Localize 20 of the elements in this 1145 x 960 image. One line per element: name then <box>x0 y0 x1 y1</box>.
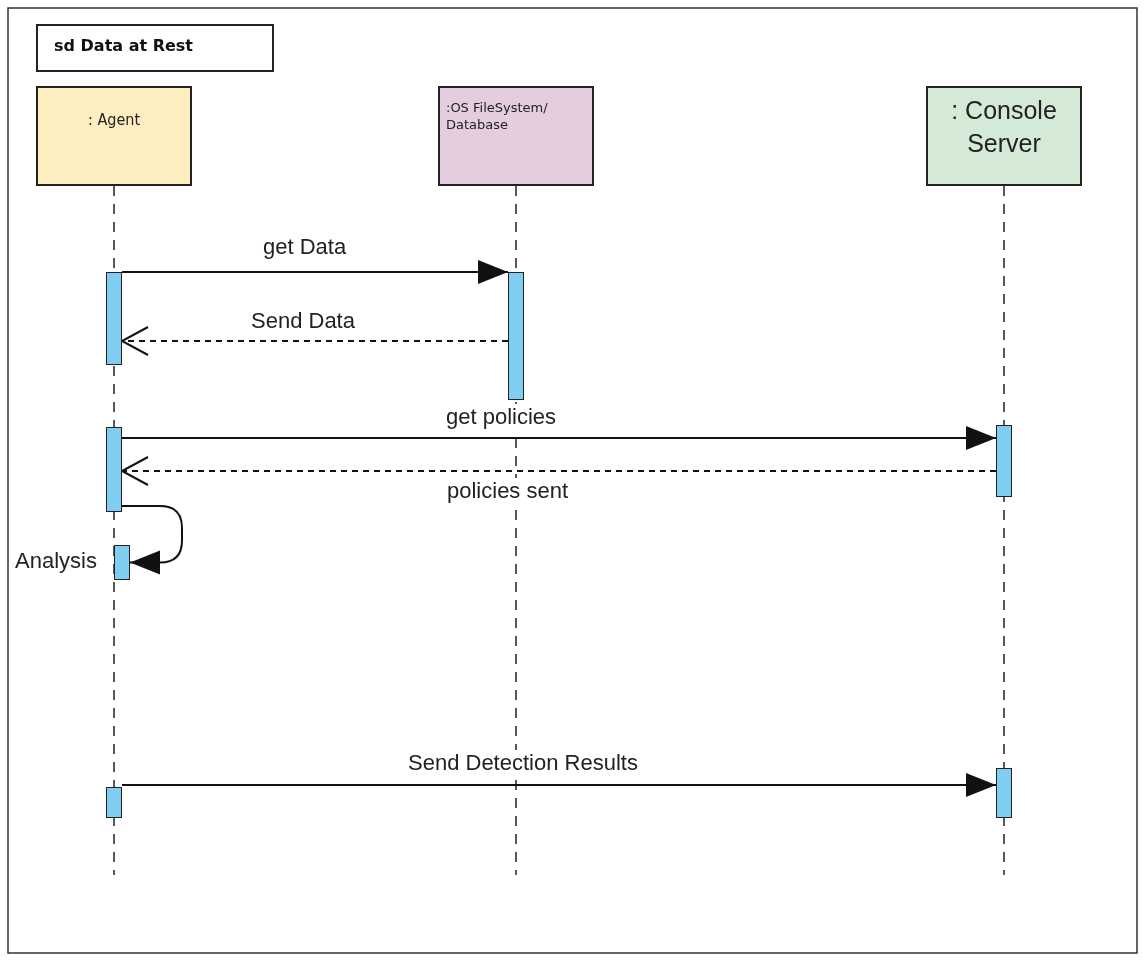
activation-bar <box>106 787 122 818</box>
activation-bar <box>114 545 130 580</box>
message-arrow <box>121 426 997 450</box>
self-message-arrow <box>121 505 183 575</box>
lifeline-header-box <box>36 86 192 186</box>
lifeline-header-box <box>438 86 594 186</box>
participant-name: :OS FileSystem/ Database <box>446 100 549 134</box>
participant-name: : Console Server <box>950 95 1058 159</box>
return-message-arrow <box>121 326 509 356</box>
message-arrow <box>121 773 997 797</box>
message-arrow <box>121 260 509 284</box>
activation-bar <box>508 272 524 400</box>
activation-bar <box>996 768 1012 818</box>
activation-bar <box>106 272 122 365</box>
lifeline-header-box <box>926 86 1082 186</box>
activation-bar <box>996 425 1012 497</box>
diagram-title: sd Data at Rest <box>54 36 193 55</box>
return-message-arrow <box>121 456 997 486</box>
participant-name: : Agent <box>88 110 140 131</box>
activation-bar <box>106 427 122 512</box>
